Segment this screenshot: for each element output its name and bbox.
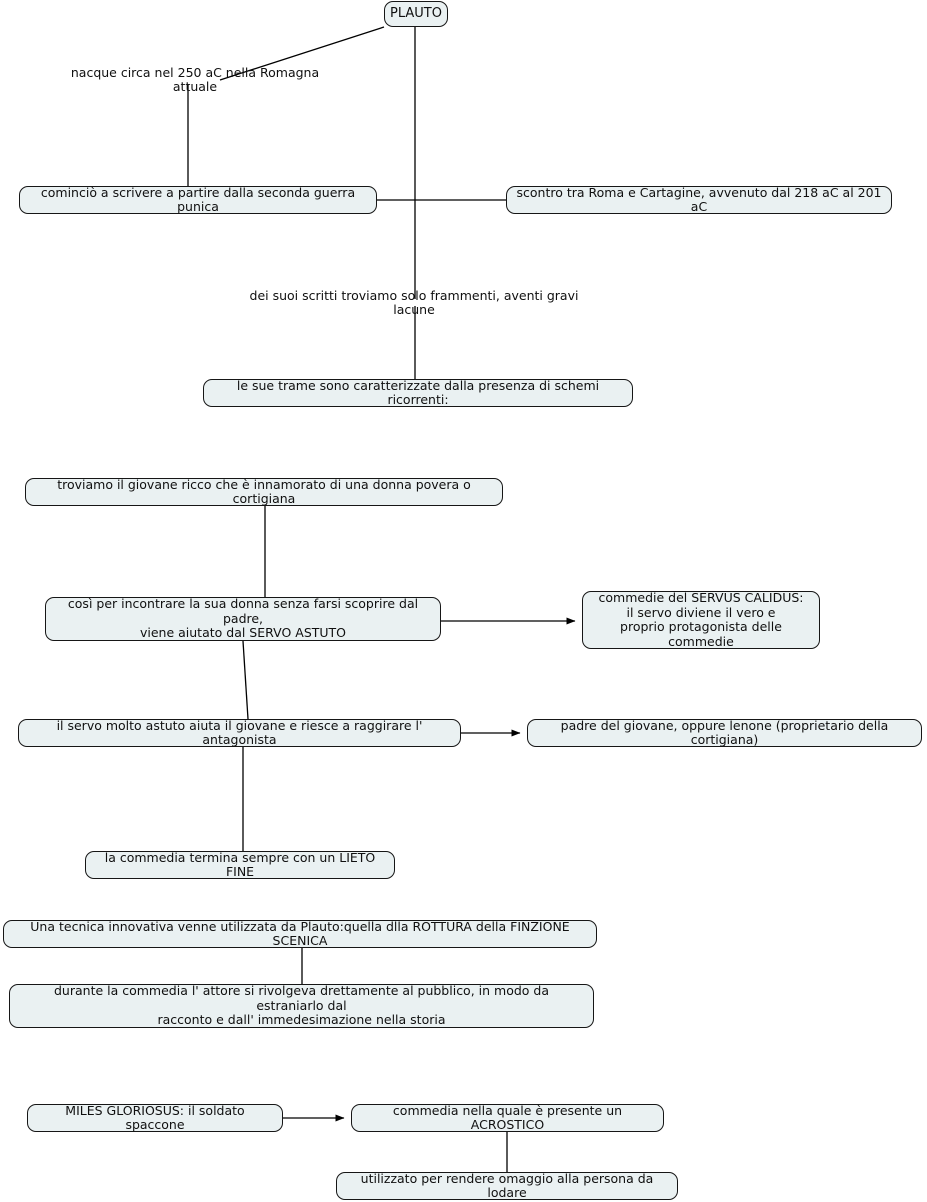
node-servus-calidus[interactable]: commedie del SERVUS CALIDUS: il servo di… xyxy=(582,590,820,649)
node-giovane-ricco[interactable]: troviamo il giovane ricco che è innamora… xyxy=(25,477,503,506)
node-acrostico[interactable]: commedia nella quale è presente un ACROS… xyxy=(351,1103,664,1132)
node-lieto-fine[interactable]: la commedia termina sempre con un LIETO … xyxy=(85,850,395,879)
node-comincio[interactable]: cominciò a scrivere a partire dalla seco… xyxy=(19,185,377,214)
node-padre-lenone[interactable]: padre del giovane, oppure lenone (propri… xyxy=(527,718,922,747)
edge-servo-raggirare xyxy=(242,640,249,720)
node-rottura-finzione[interactable]: durante la commedia l' attore si rivolge… xyxy=(9,984,594,1028)
node-trame[interactable]: le sue trame sono caratterizzate dalla p… xyxy=(203,378,633,407)
node-tecnica-innovativa[interactable]: Una tecnica innovativa venne utilizzata … xyxy=(3,919,597,948)
node-miles-gloriosus[interactable]: MILES GLORIOSUS: il soldato spaccone xyxy=(27,1103,283,1132)
node-servo-astuto[interactable]: così per incontrare la sua donna senza f… xyxy=(45,597,441,641)
node-raggirare[interactable]: il servo molto astuto aiuta il giovane e… xyxy=(18,718,461,747)
node-scontro[interactable]: scontro tra Roma e Cartagine, avvenuto d… xyxy=(506,185,892,214)
node-plauto[interactable]: PLAUTO xyxy=(384,1,448,27)
node-frammenti[interactable]: dei suoi scritti troviamo solo frammenti… xyxy=(249,287,579,317)
node-nacque[interactable]: nacque circa nel 250 aC nella Romagna at… xyxy=(70,64,320,94)
node-omaggio[interactable]: utilizzato per rendere omaggio alla pers… xyxy=(336,1171,678,1200)
